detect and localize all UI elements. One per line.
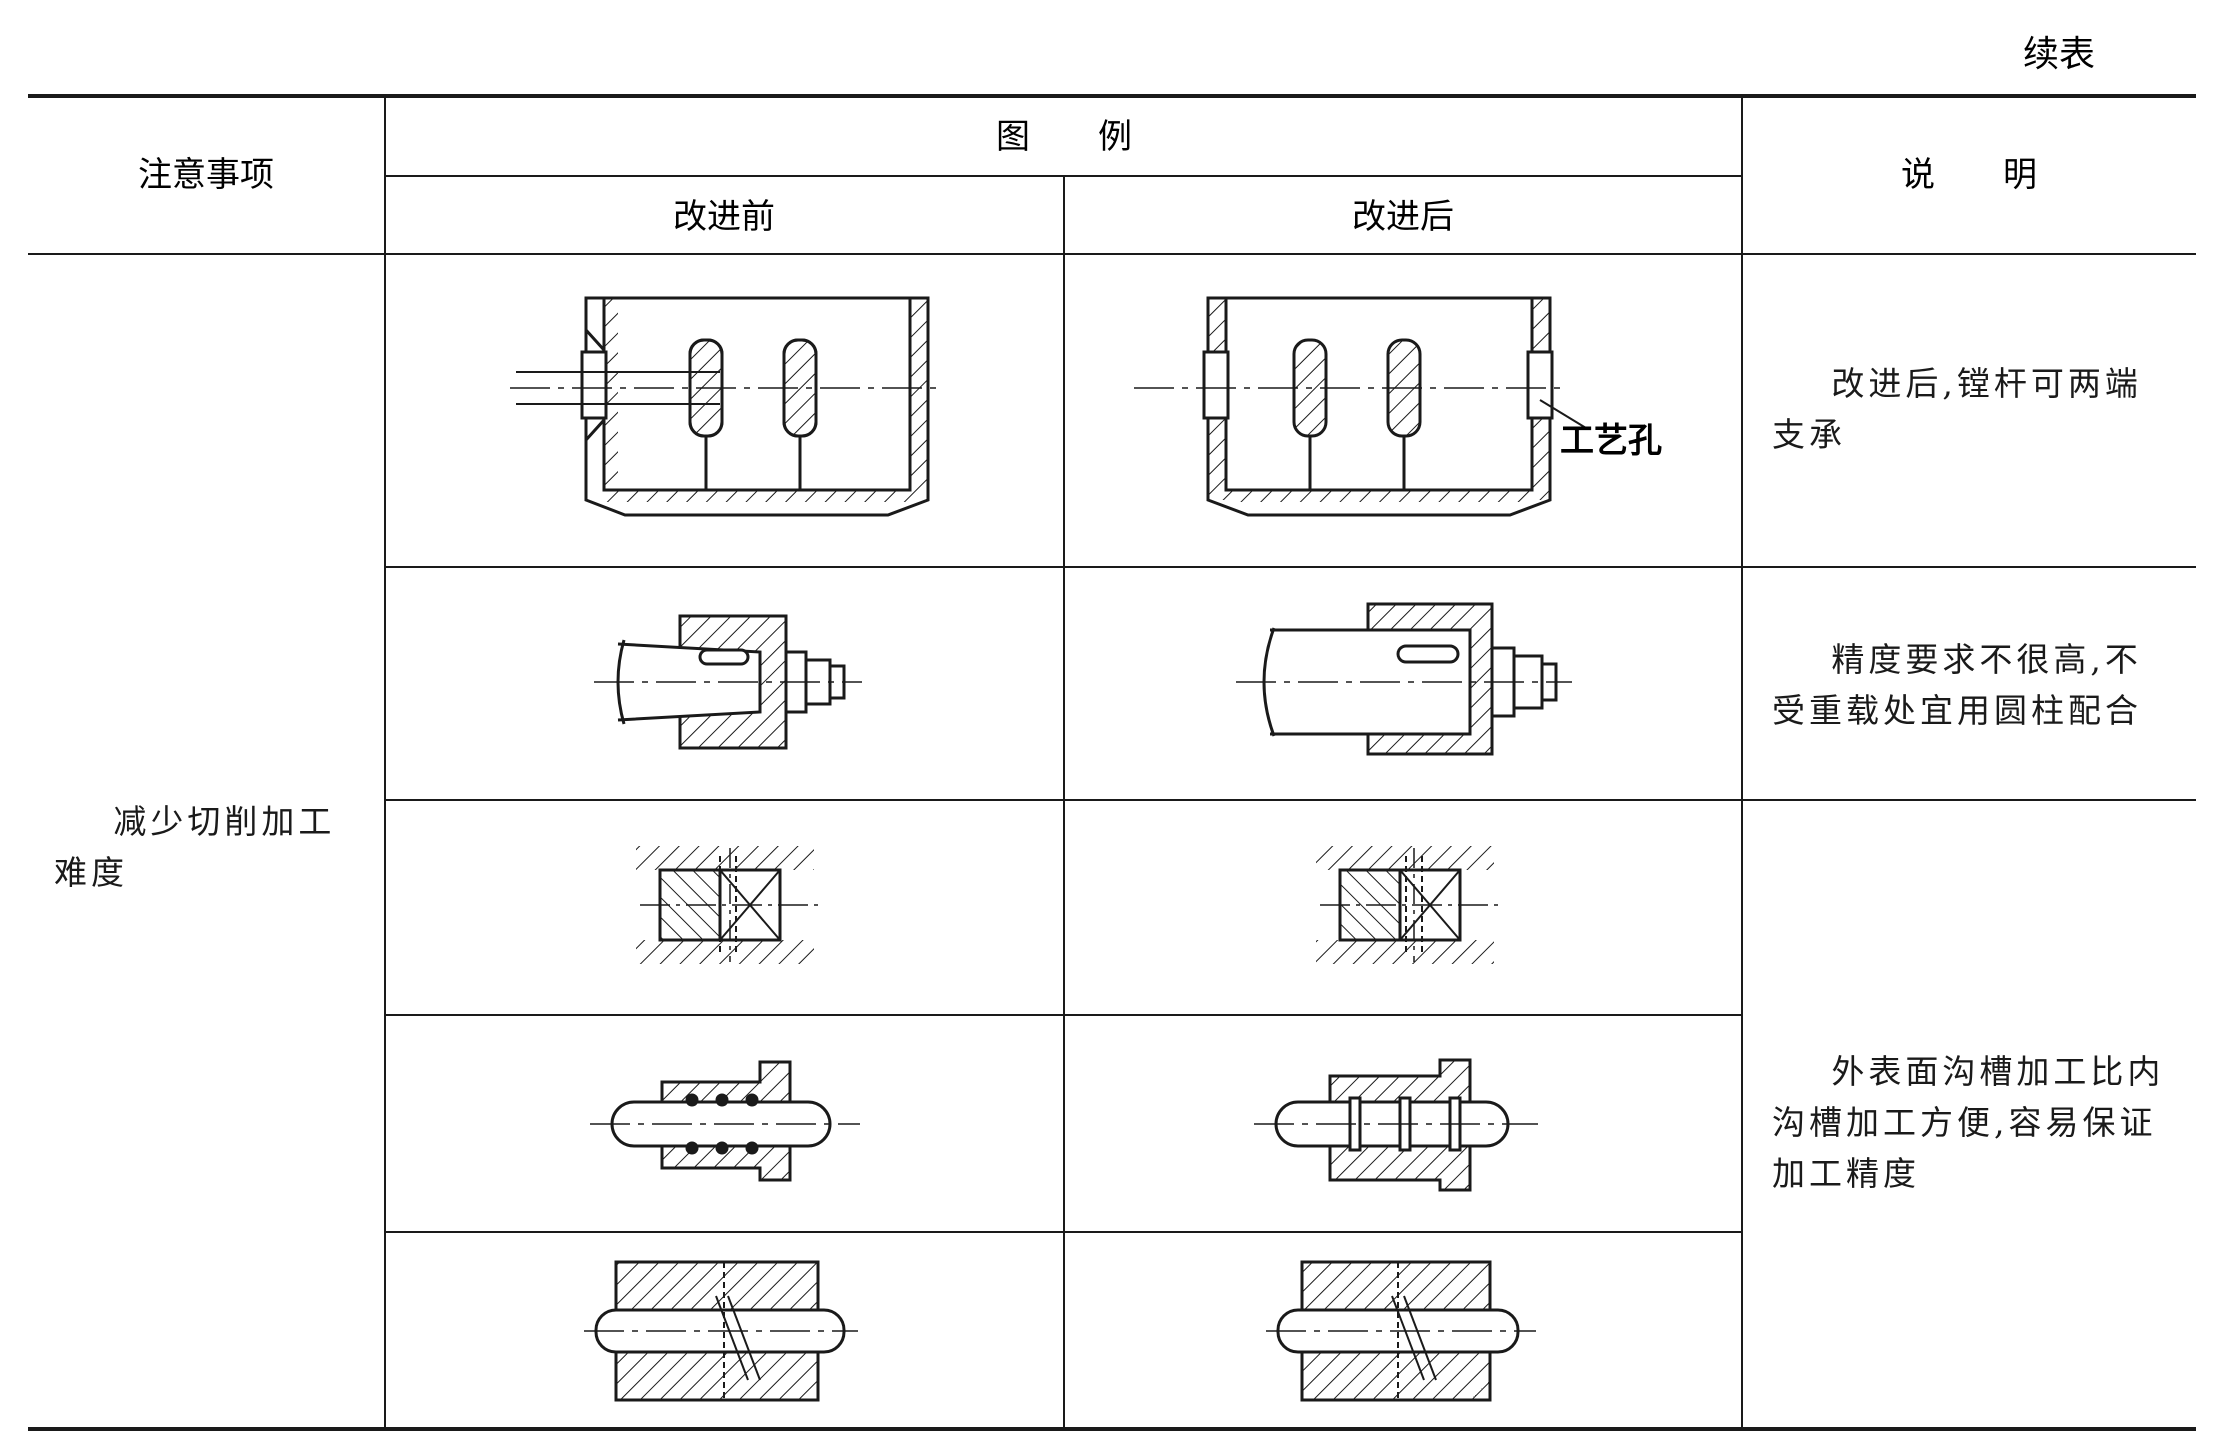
- row3-after-figure: [1316, 846, 1500, 964]
- row4-before-figure: [590, 1060, 860, 1182]
- category-text: 减少切削加工难度: [54, 802, 336, 893]
- header-before: 改进前: [673, 197, 775, 237]
- row1-after-figure: [1134, 296, 1587, 517]
- row5-after-figure: [1266, 1260, 1536, 1402]
- row5-before-figure: [584, 1260, 858, 1402]
- header-notes: 注意事项: [138, 155, 274, 195]
- row1-before-figure: [510, 296, 942, 517]
- row4-after-figure: [1254, 1058, 1538, 1192]
- row2-before-figure: [594, 614, 862, 750]
- row3-before-figure: [636, 846, 820, 964]
- header-explanation: 说 明: [1901, 155, 2037, 195]
- row4-explanation: 外表面沟槽加工比内沟槽加工方便,容易保证加工精度: [1772, 1052, 2165, 1194]
- row1-after-callout: 工艺孔: [1560, 421, 1662, 461]
- header-illustration: 图 例: [996, 117, 1132, 157]
- table-frame: [28, 94, 2196, 1431]
- row1-explanation: 改进后,镗杆可两端支承: [1772, 364, 2142, 455]
- row2-after-figure: [1236, 602, 1572, 756]
- header-after: 改进后: [1352, 197, 1454, 237]
- row2-explanation: 精度要求不很高,不受重载处宜用圆柱配合: [1772, 640, 2142, 731]
- continued-label: 续表: [2023, 34, 2095, 75]
